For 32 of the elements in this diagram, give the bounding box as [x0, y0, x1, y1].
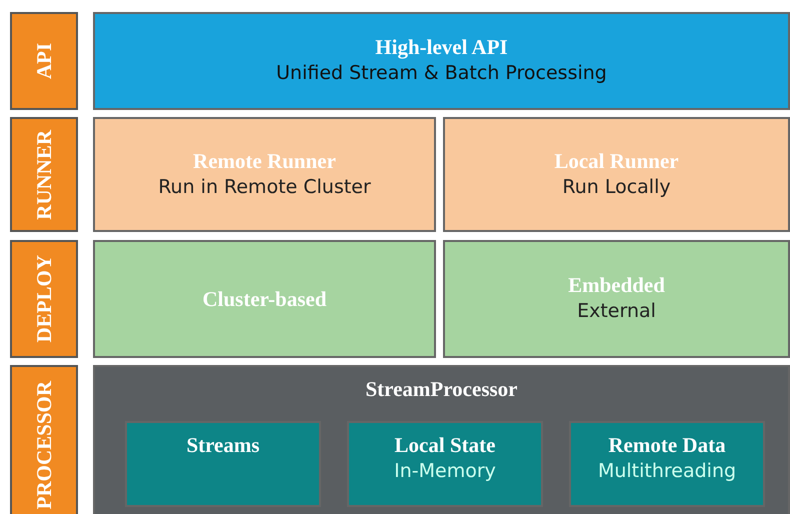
- heading: Remote Runner: [193, 148, 336, 174]
- layer-panel: [93, 117, 436, 232]
- heading: Local Runner: [554, 148, 679, 174]
- description: Unified Stream & Batch Processing: [276, 61, 607, 86]
- heading: StreamProcessor: [365, 377, 518, 402]
- layer-panel: [93, 365, 790, 514]
- description: Multithreading: [598, 459, 736, 484]
- layer-name: DEPLOY: [32, 255, 56, 343]
- heading: Remote Data: [608, 433, 726, 458]
- component-box: [125, 421, 321, 507]
- description: Run in Remote Cluster: [158, 174, 371, 200]
- description: External: [577, 299, 656, 324]
- heading: Embedded: [568, 273, 665, 298]
- heading: Streams: [186, 433, 260, 458]
- component-box: [347, 421, 543, 507]
- layer-label: [10, 117, 78, 232]
- layer-label: [10, 240, 78, 358]
- description: Run Locally: [562, 174, 671, 200]
- layer-panel: [93, 240, 436, 358]
- component-box: [569, 421, 765, 507]
- heading: High-level API: [375, 35, 508, 60]
- layer-name: RUNNER: [32, 130, 56, 220]
- layer-label: [10, 365, 78, 514]
- heading: Local State: [394, 433, 496, 458]
- layer-name: API: [32, 42, 56, 80]
- layer-name: PROCESSOR: [32, 380, 56, 510]
- layer-label: [10, 12, 78, 110]
- layer-panel: [93, 12, 790, 110]
- heading: Cluster-based: [202, 286, 327, 312]
- layer-panel: [443, 117, 790, 232]
- description: In-Memory: [394, 459, 496, 484]
- layer-panel: [443, 240, 790, 358]
